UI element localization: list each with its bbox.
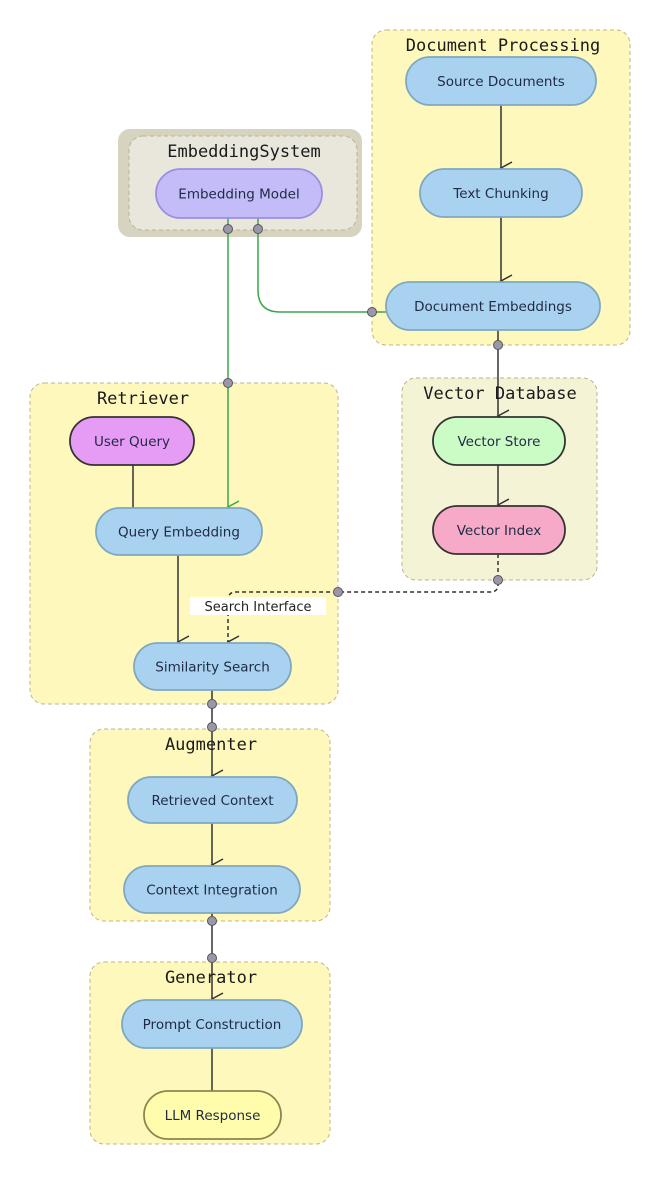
group-title-vector-database: Vector Database [423,384,577,404]
search-interface-label: Search Interface [205,600,312,615]
port-dot [333,587,343,597]
edge-search-interface [226,554,499,649]
node-user-query-label: User Query [94,434,170,450]
node-vector-store-label: Vector Store [458,434,541,450]
port-dot [207,722,217,732]
node-vector-index [432,505,566,555]
node-context-integration-label: Context Integration [146,883,278,899]
node-llm-response-label: LLM Response [165,1108,261,1124]
node-retrieved-context-label: Retrieved Context [151,793,273,809]
port-dot [223,224,233,234]
port-dot [207,699,217,709]
port-dot [367,307,377,317]
node-user-query [69,416,195,466]
node-embedding-model [155,168,323,219]
port-dot [207,953,217,963]
node-source-documents [405,56,597,106]
edge-model-to-document-embeddings [257,218,386,313]
group-title-augmenter: Augmenter [165,735,257,755]
group-title-retriever: Retriever [97,389,189,409]
node-retrieved-context [127,776,298,824]
node-vector-store [432,416,566,466]
node-context-integration [123,865,301,914]
node-document-embeddings-label: Document Embeddings [414,299,572,315]
node-llm-response [143,1090,282,1140]
port-dot [253,224,263,234]
node-source-documents-label: Source Documents [437,74,565,90]
node-vector-index-label: Vector Index [457,523,541,539]
node-text-chunking [419,168,583,218]
group-title-document-processing: Document Processing [406,36,600,56]
node-query-embedding-label: Query Embedding [118,525,240,541]
search-interface-label-bg [190,597,326,615]
node-embedding-model-label: Embedding Model [178,187,299,203]
node-prompt-construction-label: Prompt Construction [143,1017,282,1033]
node-similarity-search [133,642,292,691]
node-query-embedding [95,507,263,556]
port-dot [207,916,217,926]
node-similarity-search-label: Similarity Search [155,660,270,676]
port-dot [493,340,503,350]
group-title-embedding-system: EmbeddingSystem [167,142,321,162]
port-dot [493,575,503,585]
node-document-embeddings [385,281,601,331]
port-dot [223,378,233,388]
node-prompt-construction [121,999,303,1049]
group-title-generator: Generator [165,968,257,988]
node-text-chunking-label: Text Chunking [452,186,548,202]
